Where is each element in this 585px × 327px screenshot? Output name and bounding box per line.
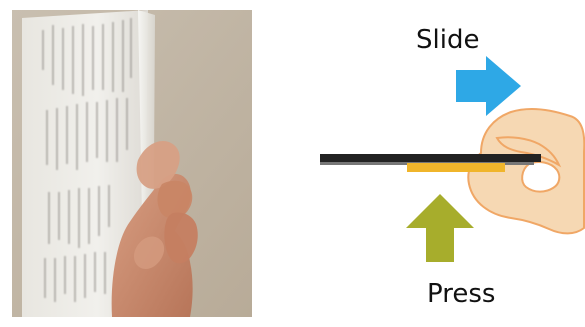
card — [407, 163, 505, 172]
book-photo — [12, 10, 252, 317]
slide-label: Slide — [416, 27, 479, 53]
book-top-line — [320, 154, 541, 162]
hand-fold — [522, 162, 559, 192]
press-label: Press — [427, 281, 495, 307]
slide-arrow-icon — [456, 56, 521, 116]
press-arrow-icon — [406, 194, 474, 262]
hand-holding-book-photo — [12, 10, 252, 317]
slide-press-diagram: Slide Press — [285, 0, 585, 327]
